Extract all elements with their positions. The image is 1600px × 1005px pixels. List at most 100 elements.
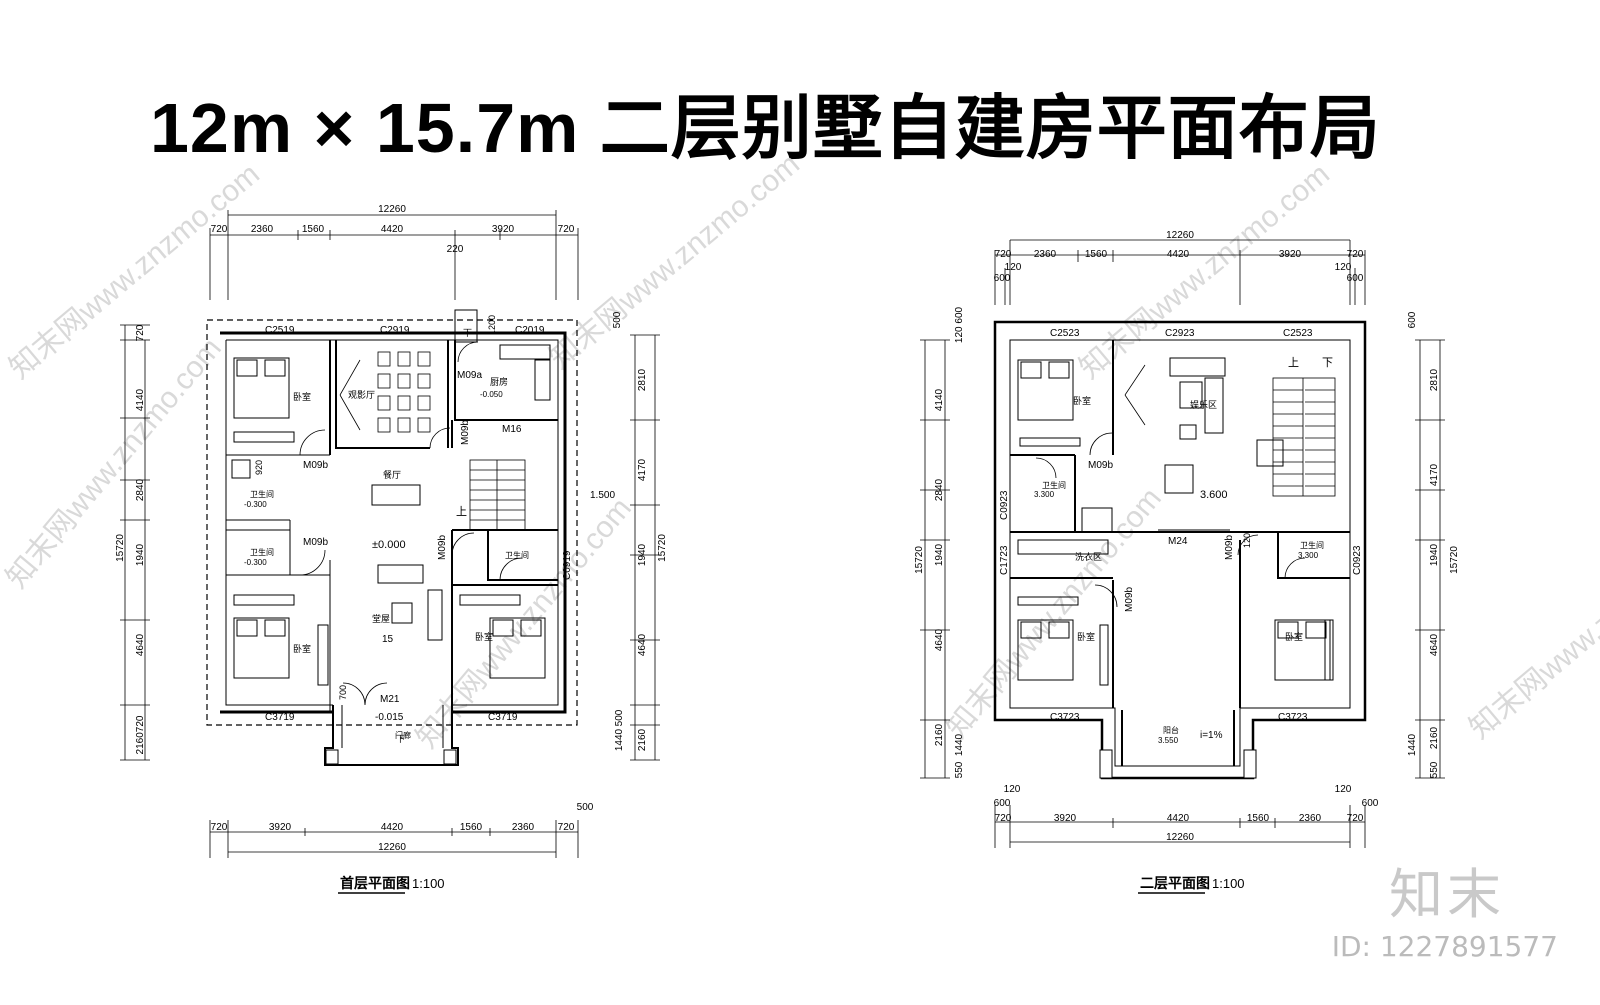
- window-label: C0919: [562, 550, 573, 580]
- room-label: 卫生间: [250, 547, 274, 557]
- dim-label: 120 600: [954, 306, 965, 343]
- door-label: M09b: [303, 460, 328, 471]
- window-label: C2923: [1165, 328, 1195, 339]
- dim-label: 720: [1347, 813, 1364, 824]
- level-label: 3.550: [1158, 736, 1179, 745]
- dim-label: 4420: [1167, 813, 1190, 824]
- dim-label: 600: [1407, 311, 1418, 328]
- room-label: 卧室: [1077, 631, 1095, 642]
- dim-label: 4140: [135, 388, 146, 411]
- dim-label: 120: [1005, 262, 1022, 273]
- dim-label: 2160: [637, 728, 648, 751]
- room-label: 厨房: [490, 376, 508, 387]
- dim-label: 720: [211, 224, 228, 235]
- door-label: M09b: [437, 535, 448, 560]
- dim-label: 2160: [934, 723, 945, 746]
- dim-label: 720: [995, 813, 1012, 824]
- level-label: -0.300: [244, 558, 267, 567]
- plan1-dims: [120, 210, 660, 858]
- dim-label: 15: [382, 634, 394, 645]
- room-label: 观影厅: [348, 390, 375, 400]
- dim-label: 550: [1429, 761, 1440, 778]
- dim-label: 600: [994, 798, 1011, 809]
- dim-label: 1940: [934, 543, 945, 566]
- level-label: 3.300: [1034, 490, 1055, 499]
- dim-label: 12260: [1166, 832, 1194, 843]
- door-label: M24: [1168, 536, 1188, 547]
- dim-label: 1440: [614, 728, 625, 751]
- dim-label: 2810: [1429, 368, 1440, 391]
- room-label: 门廊: [395, 730, 411, 740]
- room-label: 卧室: [475, 631, 493, 642]
- plan1-labels: C2519 C2919 C2019 C3719 C3719 C0919 M09a…: [244, 315, 615, 744]
- dim-label: 4640: [637, 633, 648, 656]
- dim-label: 4640: [1429, 633, 1440, 656]
- dim-label: 600: [994, 273, 1011, 284]
- door-label: M21: [380, 694, 400, 705]
- window-label: C3723: [1278, 712, 1308, 723]
- room-label: 卫生间: [1042, 480, 1066, 490]
- dim-label: 500: [577, 802, 594, 813]
- dim-label: 2160720: [135, 715, 146, 754]
- dim-label: 2810: [637, 368, 648, 391]
- plan-scale: 1:100: [1212, 876, 1245, 891]
- level-label: i=1%: [1200, 730, 1223, 741]
- level-label: -0.015: [375, 712, 404, 723]
- room-label: 卧室: [293, 391, 311, 402]
- plan-caption: 二层平面图: [1140, 875, 1210, 891]
- window-label: C2919: [380, 325, 410, 336]
- window-label: C3719: [265, 712, 295, 723]
- plan2: [993, 320, 1367, 780]
- door-label: M09b: [1224, 535, 1235, 560]
- room-label: 卫生间: [250, 489, 274, 499]
- dim-label: 720: [558, 224, 575, 235]
- dim-label: 2360: [1299, 813, 1322, 824]
- room-label: 卧室: [1285, 631, 1303, 642]
- dim-label: 600: [1347, 273, 1364, 284]
- level-label: -0.300: [244, 500, 267, 509]
- dim-label: 1560: [302, 224, 325, 235]
- dim-label: 2360: [251, 224, 274, 235]
- dim-label: 2360: [1034, 249, 1057, 260]
- dim-label: 1440: [1407, 733, 1418, 756]
- dim-label: 1560: [1085, 249, 1108, 260]
- dim-label: 920: [254, 460, 264, 475]
- dim-label: 1560: [1247, 813, 1270, 824]
- stair-label: 下: [463, 328, 472, 338]
- dim-label: 4420: [1167, 249, 1190, 260]
- dim-label: 720: [211, 822, 228, 833]
- level-label: 1.500: [590, 490, 615, 501]
- dim-label: 120: [1335, 262, 1352, 273]
- window-label: C0923: [1352, 545, 1363, 575]
- level-label: 3.600: [1200, 489, 1228, 501]
- dim-label: 12260: [1166, 230, 1194, 241]
- room-label: 娱乐区: [1190, 399, 1217, 410]
- level-label: -0.050: [480, 390, 503, 399]
- plan1-caption: 首层平面图 1:100: [338, 875, 445, 894]
- plan-caption: 首层平面图: [340, 875, 410, 891]
- dim-label: 4640: [934, 628, 945, 651]
- dim-label: 15720: [1449, 546, 1460, 574]
- dim-label: 4140: [934, 388, 945, 411]
- dim-label: 3920: [492, 224, 515, 235]
- door-label: M16: [502, 424, 522, 435]
- door-label: M09b: [460, 420, 471, 445]
- door-label: M09b: [1088, 460, 1113, 471]
- plan1-dim-labels: 12260 720 2360 1560 4420 3920 720 220 72…: [211, 204, 594, 853]
- plan1: [206, 309, 578, 766]
- window-label: C3723: [1050, 712, 1080, 723]
- dim-label: 3920: [1279, 249, 1302, 260]
- plan1-vdim-labels: 720 4140 2840 1940 4640 2160720 15720 50…: [115, 311, 668, 754]
- dim-label: 720: [558, 822, 575, 833]
- room-label: 阳台: [1163, 725, 1179, 735]
- window-label: C2519: [265, 325, 295, 336]
- door-label: M09b: [1124, 587, 1135, 612]
- plan2-dims: [920, 239, 1445, 848]
- dim-label: 12260: [378, 842, 406, 853]
- plan2-vdim-labels: 120 600 4140 2840 1940 4640 2160 1440 55…: [914, 306, 1460, 778]
- plan2-labels: C2523 C2923 C2523 C3723 C3723 C0923 C172…: [999, 328, 1363, 745]
- dim-label: 720: [135, 324, 146, 341]
- window-label: C2019: [515, 325, 545, 336]
- room-label: 卫生间: [505, 550, 529, 560]
